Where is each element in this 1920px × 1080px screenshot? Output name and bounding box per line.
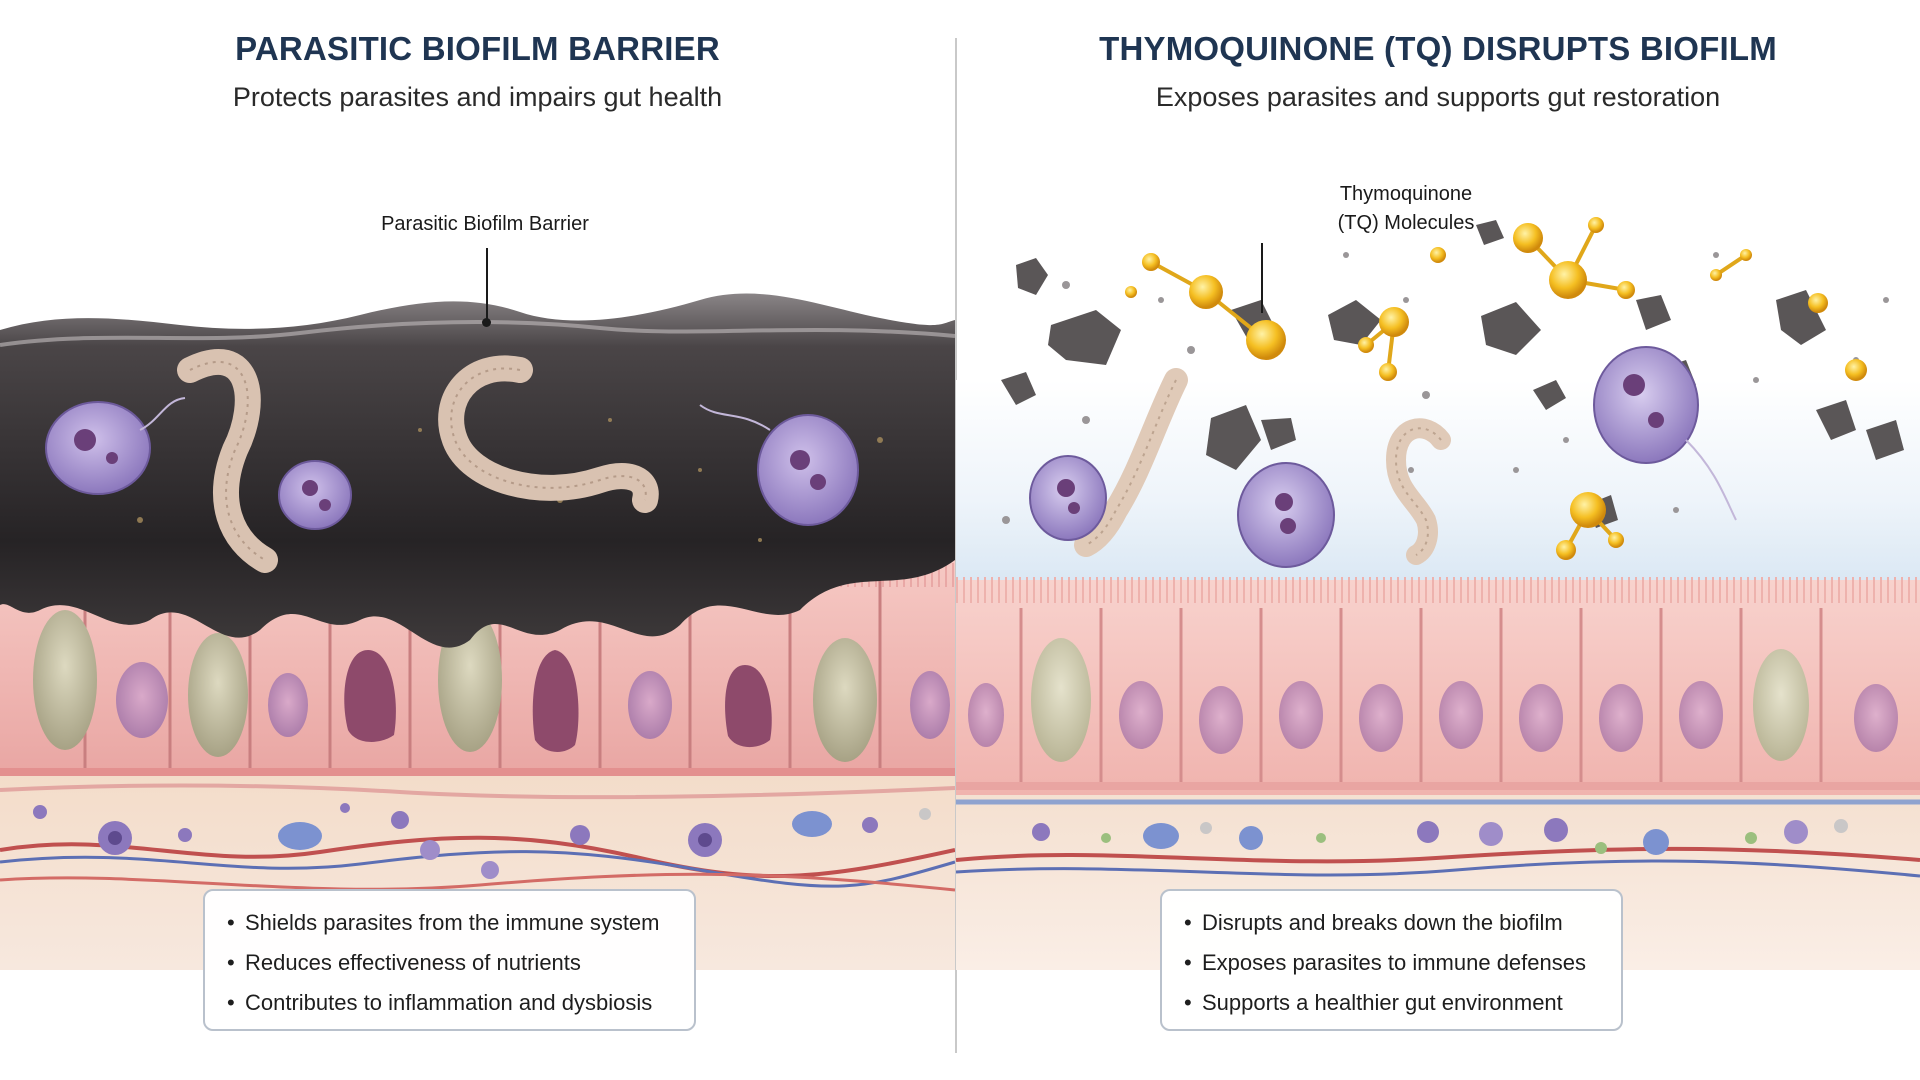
- blood-vessel: [956, 846, 1920, 864]
- left-panel: PARASITIC BIOFILM BARRIER Protects paras…: [0, 0, 955, 1080]
- biofilm-callout-dot: [482, 318, 491, 327]
- left-bullet-item: •Shields parasites from the immune syste…: [227, 910, 660, 935]
- right-gut-illustration: [956, 217, 1920, 970]
- right-bullet-box: •Disrupts and breaks down the biofilm •E…: [1160, 889, 1623, 1031]
- right-bullet-item: •Disrupts and breaks down the biofilm: [1184, 910, 1563, 935]
- lumen-background: [956, 380, 1920, 580]
- tq-callout-line: [1261, 243, 1263, 313]
- worm-icon: [438, 355, 659, 513]
- immune-cells: [1032, 818, 1848, 855]
- left-gut-illustration: [0, 293, 955, 970]
- biofilm-fragment-icon: [1001, 220, 1904, 528]
- left-bullet-item: •Contributes to inflammation and dysbios…: [227, 990, 653, 1015]
- tq-callout-line2: (TQ) Molecules: [1337, 212, 1475, 234]
- right-subtitle: Exposes parasites and supports gut resto…: [1155, 82, 1721, 112]
- cell-nuclei: [968, 681, 1898, 754]
- right-panel: THYMOQUINONE (TQ) DISRUPTS BIOFILM Expos…: [956, 0, 1920, 1080]
- tq-callout-line1: Thymoquinone: [1339, 183, 1473, 205]
- right-bullet-item: •Exposes parasites to immune defenses: [1184, 950, 1586, 975]
- left-bullet-item: •Reduces effectiveness of nutrients: [227, 950, 581, 975]
- right-bullet-item: •Supports a healthier gut environment: [1184, 990, 1563, 1015]
- goblet-cells: [1031, 638, 1809, 762]
- parasite-cell-icon: [278, 460, 352, 530]
- tq-molecule-icon: [1125, 217, 1867, 560]
- right-title: THYMOQUINONE (TQ) DISRUPTS BIOFILM: [1099, 30, 1777, 67]
- immune-cells: [33, 803, 931, 879]
- left-bullet-box: •Shields parasites from the immune syste…: [203, 889, 696, 1031]
- cell-nuclei: [116, 650, 950, 752]
- parasite-cell-icon: [45, 397, 186, 495]
- biofilm-callout-line: [486, 248, 488, 320]
- epithelial-cell-borders: [1019, 608, 1823, 790]
- biofilm-callout-label: Parasitic Biofilm Barrier: [381, 213, 589, 235]
- left-title: PARASITIC BIOFILM BARRIER: [235, 30, 720, 67]
- left-subtitle: Protects parasites and impairs gut healt…: [232, 82, 723, 112]
- parasite-cell-icon: [699, 404, 859, 526]
- tq-callout-label: Thymoquinone (TQ) Molecules: [1256, 180, 1556, 238]
- parasite-cell-icon: [1237, 462, 1335, 568]
- parasite-cell-icon: [1593, 346, 1737, 521]
- parasite-cell-icon: [1029, 455, 1107, 541]
